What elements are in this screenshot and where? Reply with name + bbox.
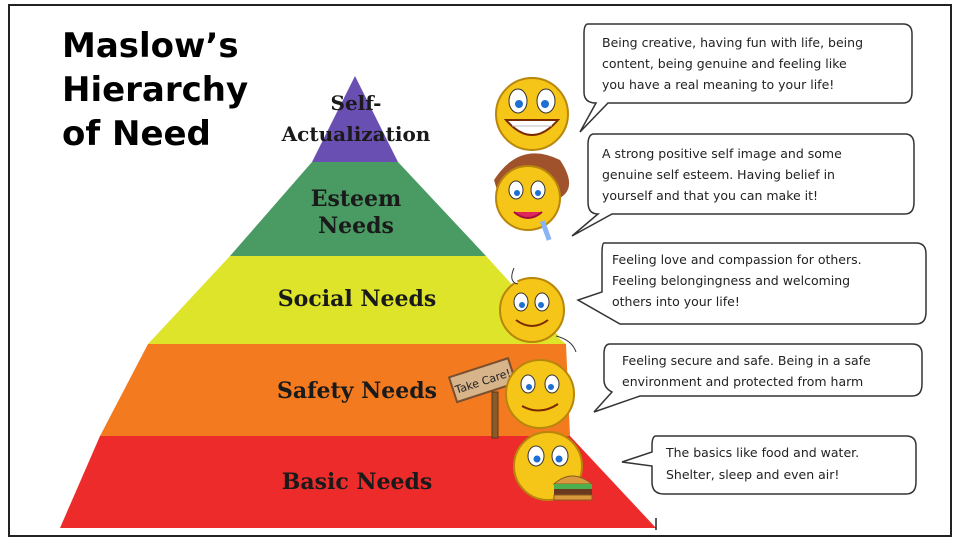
level-social [148, 256, 566, 344]
page-title: Maslow’s Hierarchy of Need [62, 24, 272, 156]
bubble-text-esteem-1: A strong positive self image and some [602, 146, 842, 161]
bubble-text-basic-2: Shelter, sleep and even air! [666, 467, 839, 482]
bubble-text-self-1: Being creative, having fun with life, be… [602, 35, 863, 50]
level-label-safety: Safety Needs [277, 378, 437, 404]
bubble-self-actualization: Being creative, having fun with life, be… [579, 23, 913, 133]
level-self-actualization [312, 76, 398, 162]
bubble-text-social-1: Feeling love and compassion for others. [612, 252, 862, 267]
bubble-text-esteem-2: genuine self esteem. Having belief in [602, 167, 835, 182]
level-label-self-1: Self- [331, 91, 382, 115]
smiley-self-actualization [495, 77, 569, 151]
smiley-basic [513, 431, 594, 501]
bubble-text-safety-1: Feeling secure and safe. Being in a safe [622, 353, 871, 368]
smiley-esteem [494, 153, 570, 241]
bubble-esteem: A strong positive self image and some ge… [571, 133, 915, 237]
title-line-1: Maslow’s [62, 26, 239, 66]
bubble-social: Feeling love and compassion for others. … [576, 242, 927, 325]
level-basic [60, 436, 656, 528]
speech-bubbles: Being creative, having fun with life, be… [571, 23, 927, 495]
burger-icon [552, 475, 594, 501]
smiley-social [499, 267, 577, 353]
pyramid [60, 76, 656, 528]
title-line-2: Hierarchy [62, 70, 249, 110]
bubble-text-self-2: content, being genuine and feeling like [602, 56, 847, 71]
bubble-text-safety-2: environment and protected from harm [622, 374, 863, 389]
bubble-text-self-3: you have a real meaning to your life! [602, 77, 834, 92]
level-esteem [230, 162, 486, 256]
level-label-social: Social Needs [278, 286, 436, 312]
level-label-esteem-1: Esteem [311, 186, 402, 212]
level-label-self-2: Actualization [281, 122, 431, 146]
level-label-basic: Basic Needs [282, 469, 433, 495]
bubble-text-social-3: others into your life! [612, 294, 740, 309]
bubble-text-basic-1: The basics like food and water. [665, 445, 859, 460]
bubble-basic: The basics like food and water. Shelter,… [621, 435, 917, 495]
title-line-3: of Need [62, 114, 211, 154]
bubble-text-social-2: Feeling belongingness and welcoming [612, 273, 850, 288]
bubble-safety: Feeling secure and safe. Being in a safe… [593, 343, 923, 413]
level-safety [100, 344, 570, 436]
bubble-text-esteem-3: yourself and that you can make it! [602, 188, 818, 203]
level-label-esteem-2: Needs [318, 213, 394, 239]
